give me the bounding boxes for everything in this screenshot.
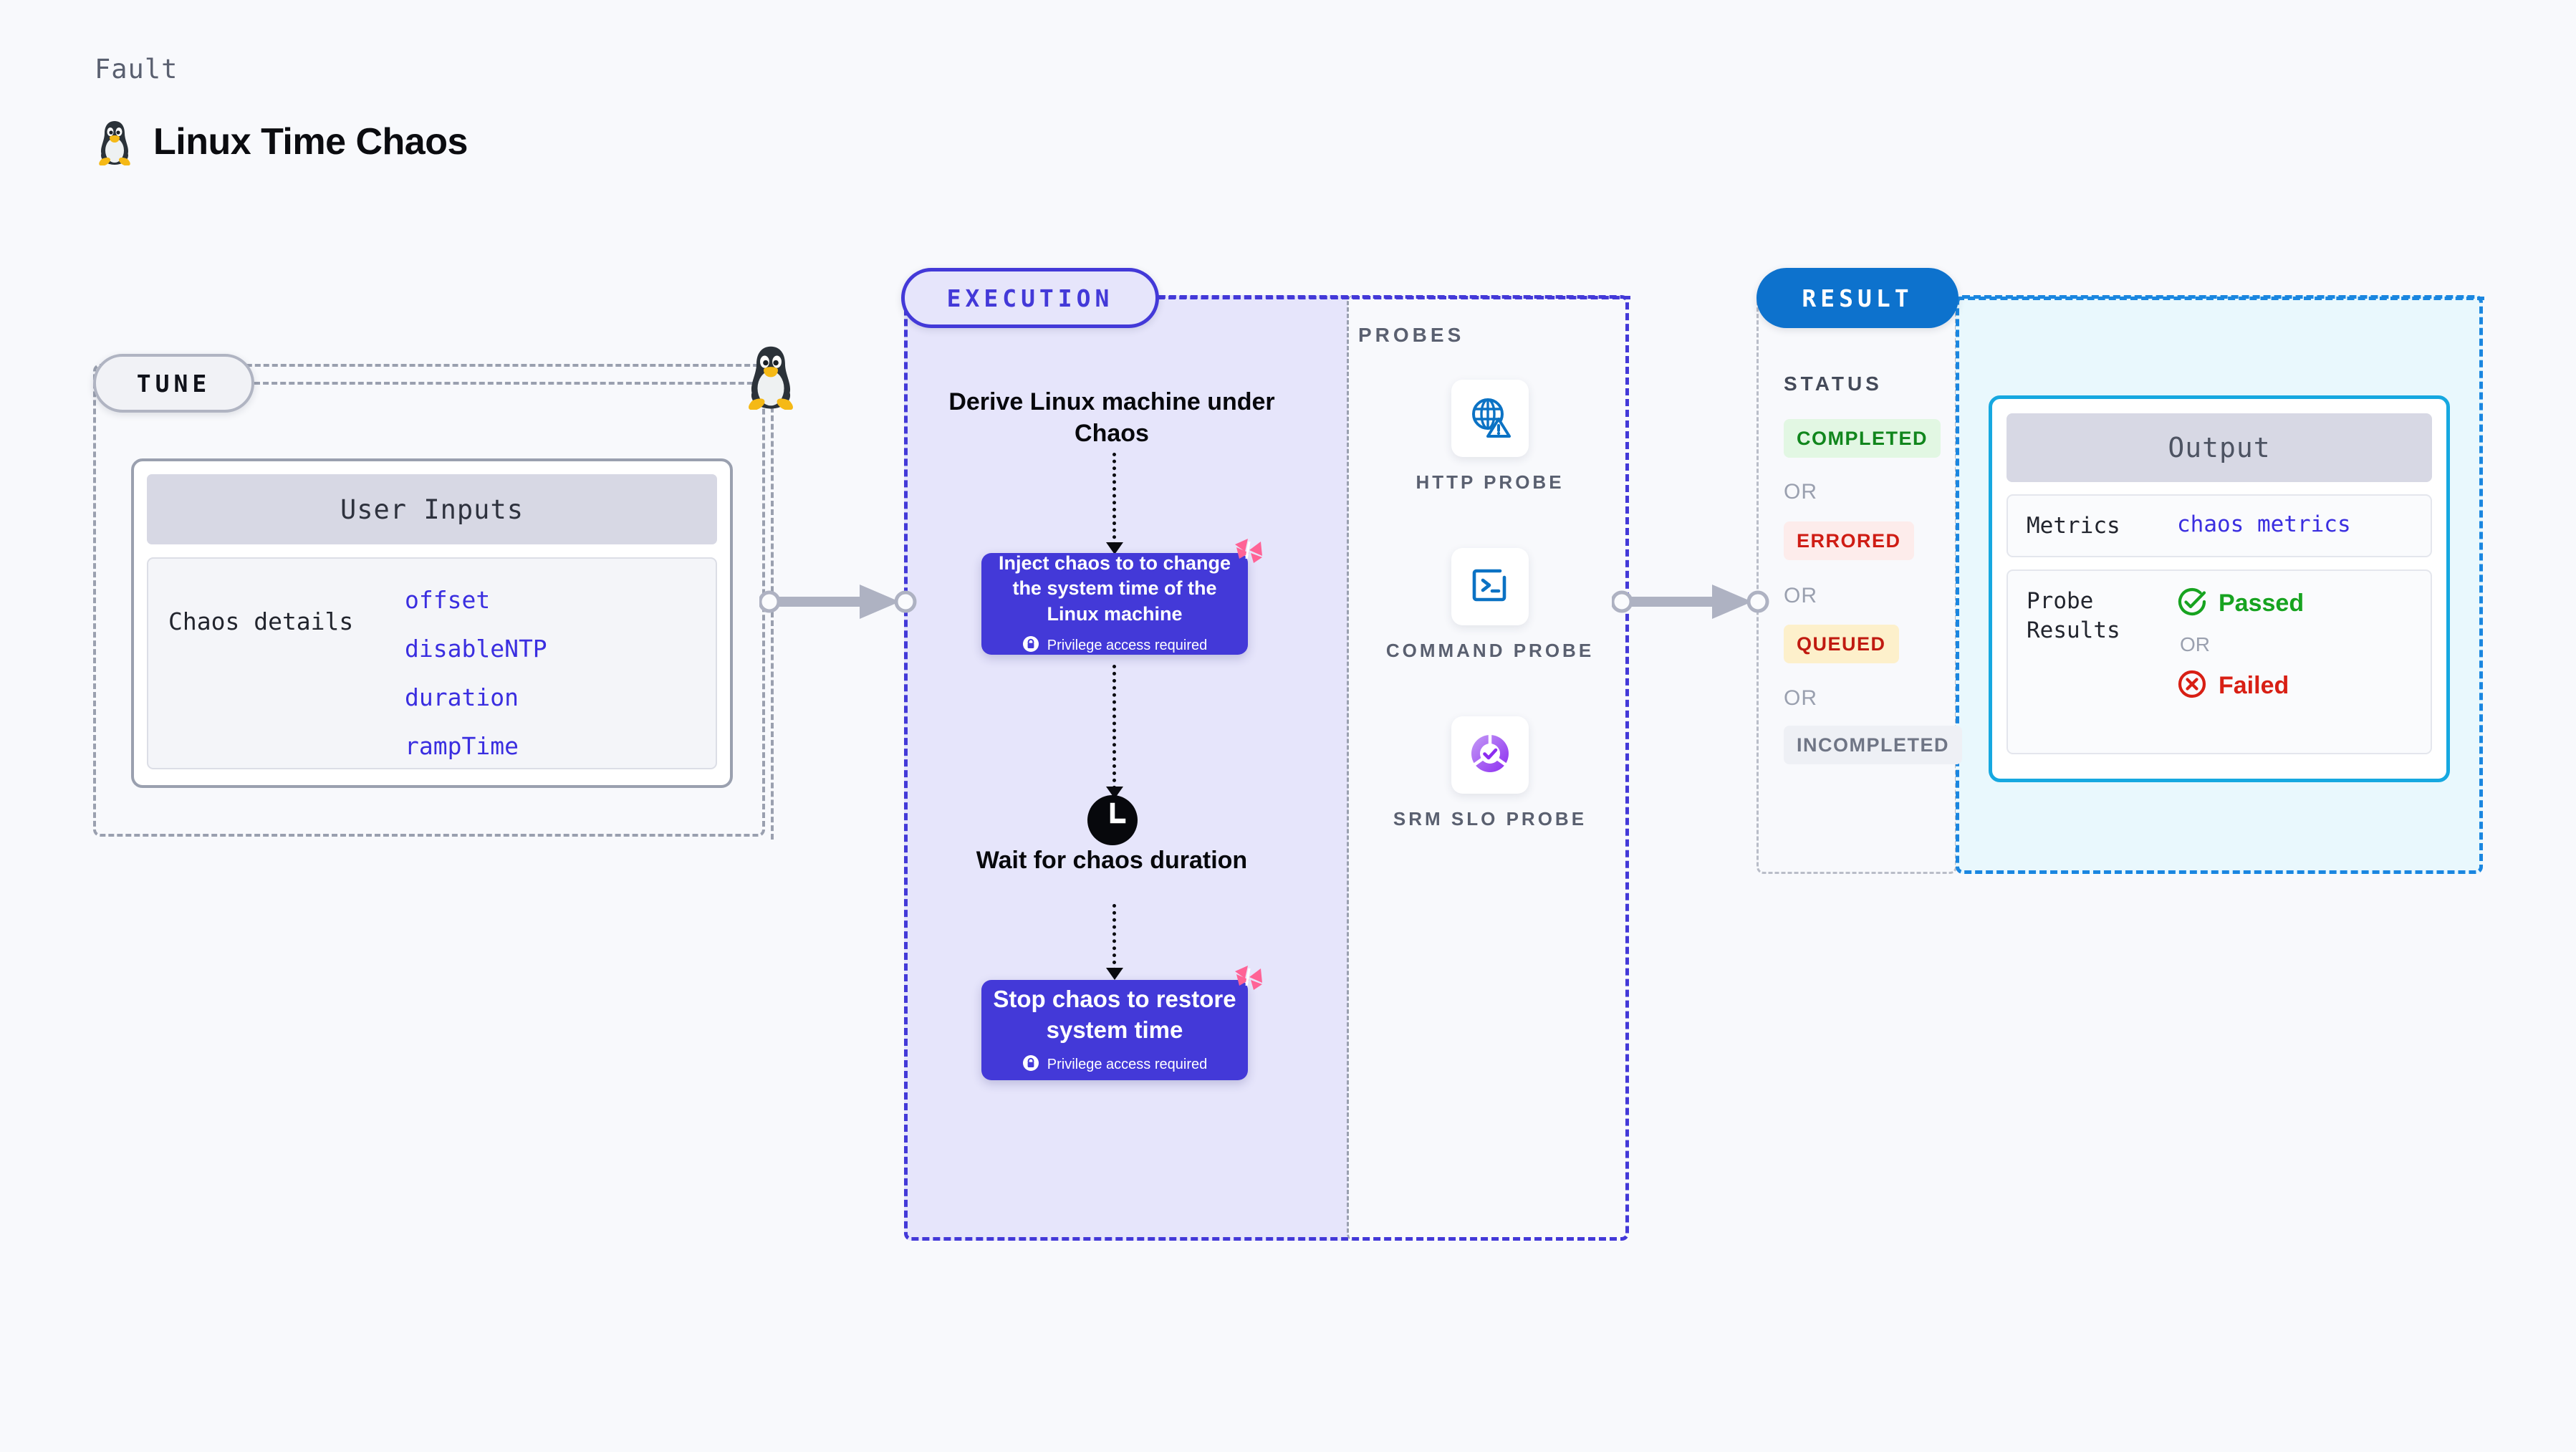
connector-derive-to-inject <box>1112 453 1116 546</box>
probe-verdict-or-label: OR <box>2180 633 2210 656</box>
param-ramptime[interactable]: rampTime <box>405 732 519 760</box>
tune-leader-line <box>254 382 770 385</box>
param-duration[interactable]: duration <box>405 683 519 711</box>
harness-logo-icon <box>1229 534 1267 575</box>
status-or-label-3: OR <box>1784 686 1817 710</box>
privilege-note-text: Privilege access required <box>1047 1057 1208 1073</box>
output-probe-results-key: Probe Results <box>2027 588 2120 643</box>
connector-inject-to-wait <box>1112 665 1116 789</box>
chaos-params-list: offset disableNTP duration rampTime <box>405 576 547 760</box>
pill-label-tune: TUNE <box>136 369 211 398</box>
status-or-label-2: OR <box>1784 584 1817 607</box>
page-title: Linux Time Chaos <box>153 121 468 163</box>
probe-verdict-failed-label: Failed <box>2219 672 2289 700</box>
output-row-probe-results: Probe Results Passed OR <box>2007 569 2432 755</box>
tune-right-leader-line <box>771 398 774 840</box>
output-metrics-key: Metrics <box>2027 513 2120 539</box>
execution-leader-line <box>1158 296 1630 299</box>
section-pill-tune[interactable]: TUNE <box>93 354 254 413</box>
user-inputs-header: User Inputs <box>147 474 717 544</box>
clock-icon <box>1086 794 1139 850</box>
fault-title-row: Linux Time Chaos <box>95 118 468 165</box>
probe-verdict-group: Passed OR Failed <box>2177 587 2304 737</box>
tux-penguin-icon <box>95 118 135 165</box>
execution-step-derive: Derive Linux machine under Chaos <box>948 388 1275 447</box>
lock-icon <box>1022 635 1039 657</box>
probe-caption-srm-slo: SRM SLO PROBE <box>1393 808 1587 830</box>
chaos-details-label: Chaos details <box>168 607 354 635</box>
pill-label-execution: EXECUTION <box>946 284 1114 312</box>
pill-label-result: RESULT <box>1802 284 1913 312</box>
status-badge-completed-label: COMPLETED <box>1797 427 1928 449</box>
arrow-probes-to-result <box>1610 580 1769 623</box>
probe-verdict-failed: Failed <box>2177 669 2304 703</box>
probe-item-command[interactable]: COMMAND PROBE <box>1383 548 1597 663</box>
output-card-header: Output <box>2007 413 2432 482</box>
probe-item-http[interactable]: HTTP PROBE <box>1383 380 1597 495</box>
status-badge-errored-label: ERRORED <box>1797 529 1901 552</box>
execution-card-stop-chaos[interactable]: Stop chaos to restore system time Privil… <box>981 966 1262 1080</box>
probe-tile-srm-slo <box>1451 716 1529 794</box>
probe-item-srm-slo[interactable]: SRM SLO PROBE <box>1383 716 1597 832</box>
status-badge-queued: QUEUED <box>1784 625 1899 663</box>
terminal-prompt-icon <box>1466 562 1514 612</box>
lock-icon <box>1022 1054 1039 1076</box>
connector-wait-to-stop <box>1112 904 1116 971</box>
execution-card-inject-chaos[interactable]: Inject chaos to to change the system tim… <box>981 539 1262 657</box>
probes-boundary <box>1347 295 1629 1241</box>
harness-logo-icon <box>1229 961 1267 1002</box>
probe-verdict-passed: Passed <box>2177 587 2304 620</box>
privilege-note-inject: Privilege access required <box>1022 635 1207 657</box>
execution-card-stop-title: Stop chaos to restore system time <box>993 986 1236 1043</box>
param-disablentp[interactable]: disableNTP <box>405 635 547 663</box>
section-pill-execution[interactable]: EXECUTION <box>901 268 1159 328</box>
section-pill-result[interactable]: RESULT <box>1756 268 1959 328</box>
x-circle-icon <box>2177 669 2207 703</box>
connector-arrowhead <box>1106 542 1123 554</box>
probe-tile-command <box>1451 548 1529 625</box>
probe-verdict-passed-label: Passed <box>2219 590 2305 617</box>
probe-caption-command: COMMAND PROBE <box>1385 640 1595 661</box>
globe-warning-icon <box>1466 393 1514 444</box>
status-badge-completed: COMPLETED <box>1784 419 1941 458</box>
tux-penguin-marker-icon <box>742 342 799 413</box>
probes-section-label: PROBES <box>1358 324 1465 346</box>
privilege-note-text: Privilege access required <box>1047 638 1208 654</box>
arrow-tune-to-execution <box>758 580 917 623</box>
output-metrics-value[interactable]: chaos metrics <box>2177 511 2351 537</box>
srm-slo-donut-icon <box>1466 730 1514 781</box>
output-row-metrics: Metrics chaos metrics <box>2007 494 2432 558</box>
fault-eyebrow-label: Fault <box>95 54 178 85</box>
connector-arrowhead <box>1106 968 1123 980</box>
execution-card-inject-title: Inject chaos to to change the system tim… <box>998 552 1231 625</box>
user-inputs-body: Chaos details offset disableNTP duration… <box>147 557 717 769</box>
user-inputs-card: User Inputs Chaos details offset disable… <box>131 458 733 788</box>
probe-tile-http <box>1451 380 1529 457</box>
status-badge-queued-label: QUEUED <box>1797 633 1886 655</box>
probe-caption-http: HTTP PROBE <box>1416 471 1565 493</box>
status-or-label-1: OR <box>1784 480 1817 504</box>
status-badge-incompleted-label: INCOMPLETED <box>1797 734 1950 756</box>
output-card: Output Metrics chaos metrics Probe Resul… <box>1989 395 2450 782</box>
execution-fill-region <box>904 295 1348 1241</box>
status-badge-incompleted: INCOMPLETED <box>1784 726 1963 764</box>
status-badge-errored: ERRORED <box>1784 521 1914 560</box>
result-leader-line <box>1957 297 2484 300</box>
status-column-label: STATUS <box>1784 372 1883 395</box>
param-offset[interactable]: offset <box>405 586 491 614</box>
execution-step-wait: Wait for chaos duration <box>976 847 1248 874</box>
check-circle-icon <box>2177 587 2207 620</box>
privilege-note-stop: Privilege access required <box>1022 1054 1207 1076</box>
